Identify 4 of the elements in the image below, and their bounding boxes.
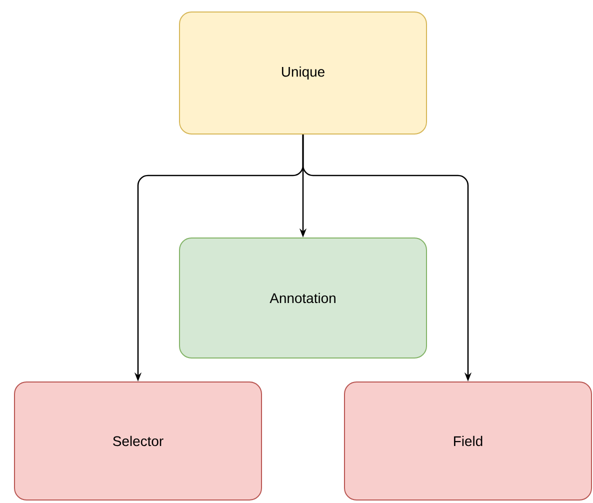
process-box: Field	[344, 381, 592, 500]
process-box: Unique	[179, 12, 427, 134]
process-box: Annotation	[179, 237, 427, 358]
process-box: Selector	[14, 381, 262, 500]
